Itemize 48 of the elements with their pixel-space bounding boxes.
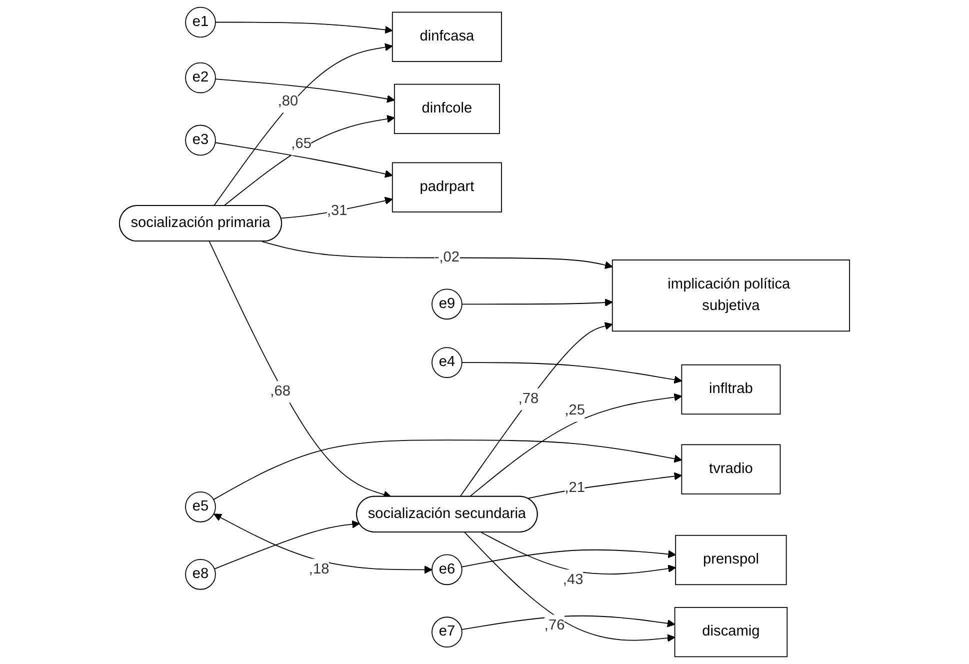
arrow (480, 532, 676, 574)
arrow (461, 615, 676, 630)
arrow (208, 241, 392, 498)
arrow (469, 393, 682, 498)
node-circle: e2 (185, 62, 216, 94)
node-box: padrpart (392, 162, 502, 212)
node-box: prenspol (675, 534, 787, 586)
node-box: dinfcole (394, 84, 500, 134)
node-box: discamig (674, 606, 788, 658)
edge-label: ,21 (564, 480, 586, 496)
edge-label: ,68 (270, 384, 290, 400)
edge-label: ,80 (278, 94, 298, 110)
arrow (527, 472, 682, 499)
arrow (213, 43, 393, 206)
arrow (215, 22, 393, 34)
node-circle: e9 (432, 288, 462, 320)
edge-label: ,31 (326, 202, 348, 218)
node-box: implicación política subjetiva (612, 260, 850, 332)
node-circle: e4 (432, 347, 462, 378)
edge-label: -,02 (434, 250, 460, 266)
arrow (280, 196, 393, 219)
edge-label: ,76 (544, 617, 565, 633)
arrow (223, 114, 395, 206)
arrow (461, 549, 676, 568)
node-box: tvradio (681, 444, 781, 494)
node-circle: e7 (432, 616, 462, 648)
edge-label: ,43 (562, 572, 584, 588)
arrow (464, 532, 676, 642)
node-circle: e1 (185, 6, 216, 38)
node-circle: e5 (185, 492, 216, 522)
arrow (461, 298, 613, 307)
arrow (213, 440, 682, 500)
edge-label: ,78 (518, 391, 539, 407)
arrow (460, 322, 613, 498)
arrow (461, 362, 682, 384)
arrow (214, 514, 432, 574)
arrow (214, 78, 395, 103)
node-box: infltrab (681, 364, 781, 415)
arrow (214, 142, 393, 178)
node-box: dinfcasa (392, 12, 502, 62)
arrow (214, 520, 360, 570)
edge-label: ,65 (291, 136, 312, 152)
node-circle: e6 (432, 554, 462, 586)
node-circle: e8 (185, 559, 216, 590)
edge-label: ,18 (308, 561, 330, 577)
node-circle: e3 (185, 124, 216, 156)
arrow (262, 241, 613, 270)
edge-label: ,25 (564, 402, 586, 418)
